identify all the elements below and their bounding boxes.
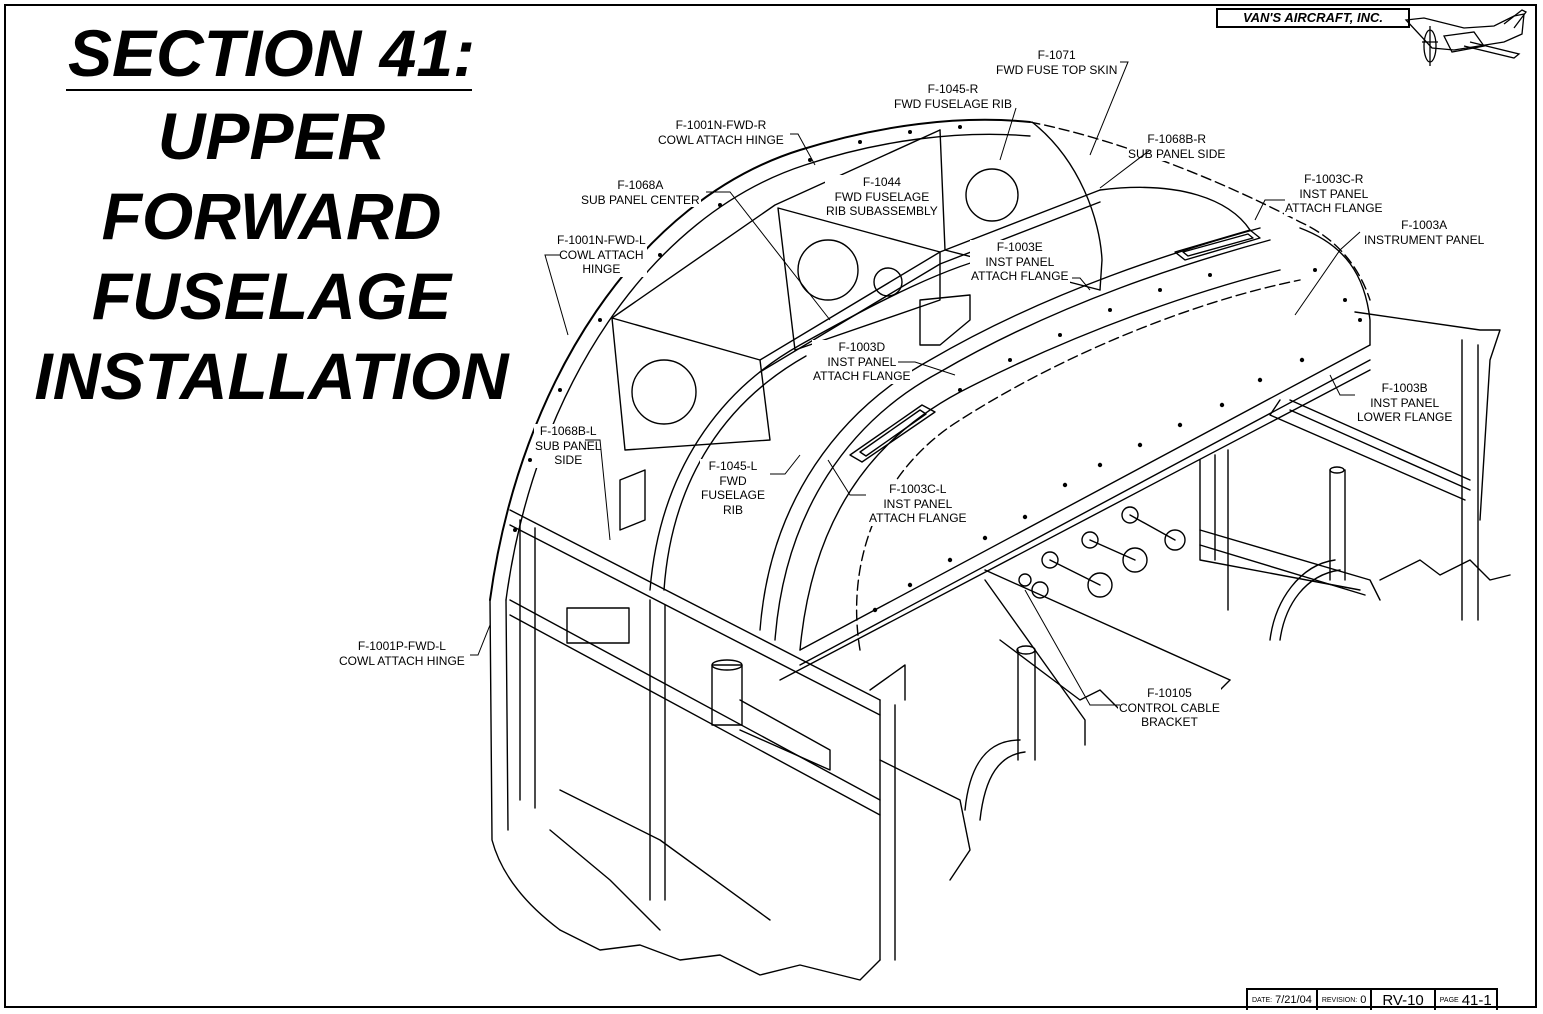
page-caption: PAGE xyxy=(1439,996,1459,1004)
title-line: FUSELAGE xyxy=(91,259,452,333)
broken-edge-left xyxy=(559,929,881,981)
handhold-left xyxy=(849,404,936,463)
title-line: INSTALLATION xyxy=(34,339,509,413)
right-frame xyxy=(1354,311,1501,521)
cowl-hinge-left xyxy=(489,599,561,931)
airplane-logo-icon xyxy=(1404,9,1527,66)
section-title: SECTION 41: UPPER FORWARD FUSELAGE INSTA… xyxy=(14,18,529,416)
revision-caption: REVISION: xyxy=(1321,996,1358,1004)
title-underline xyxy=(66,89,472,91)
cable-bracket xyxy=(984,569,1231,681)
block xyxy=(566,607,630,644)
title-block: DATE: 7/21/04 REVISION: 0 RV-10 PAGE 41-… xyxy=(1246,988,1498,1010)
inst-panel-dashed xyxy=(856,279,1301,651)
title-line: UPPER xyxy=(157,99,386,173)
inst-panel-lower-flange xyxy=(799,344,1371,651)
lower-floor-right xyxy=(1199,459,1361,591)
rivets xyxy=(513,125,1362,613)
page-cell: PAGE 41-1 xyxy=(1436,990,1498,1010)
inst-panel-arc xyxy=(759,227,1261,631)
rib-fwd-left xyxy=(649,254,1001,591)
title-line: FORWARD xyxy=(101,179,442,253)
drawing-border xyxy=(4,4,1537,1008)
broken-edge-right xyxy=(1379,559,1511,581)
model-value: RV-10 xyxy=(1382,991,1424,1009)
brand-box: VAN'S AIRCRAFT, INC. xyxy=(1216,8,1410,28)
title-line: SECTION 41: xyxy=(67,16,476,90)
page-value: 41-1 xyxy=(1461,991,1492,1009)
left-lower-frame xyxy=(509,509,881,701)
date-caption: DATE: xyxy=(1252,996,1273,1004)
date-value: 7/21/04 xyxy=(1275,994,1312,1006)
handhold-right xyxy=(1174,229,1261,261)
actuator xyxy=(711,664,743,726)
sub-panel-left xyxy=(611,317,771,451)
fwd-bulkhead-arc xyxy=(489,118,1031,601)
rib-top-right xyxy=(1031,121,1103,291)
revision-value: 0 xyxy=(1360,994,1367,1006)
date-cell: DATE: 7/21/04 xyxy=(1248,990,1318,1010)
model-cell: RV-10 xyxy=(1372,990,1436,1010)
revision-cell: REVISION: 0 xyxy=(1318,990,1373,1010)
